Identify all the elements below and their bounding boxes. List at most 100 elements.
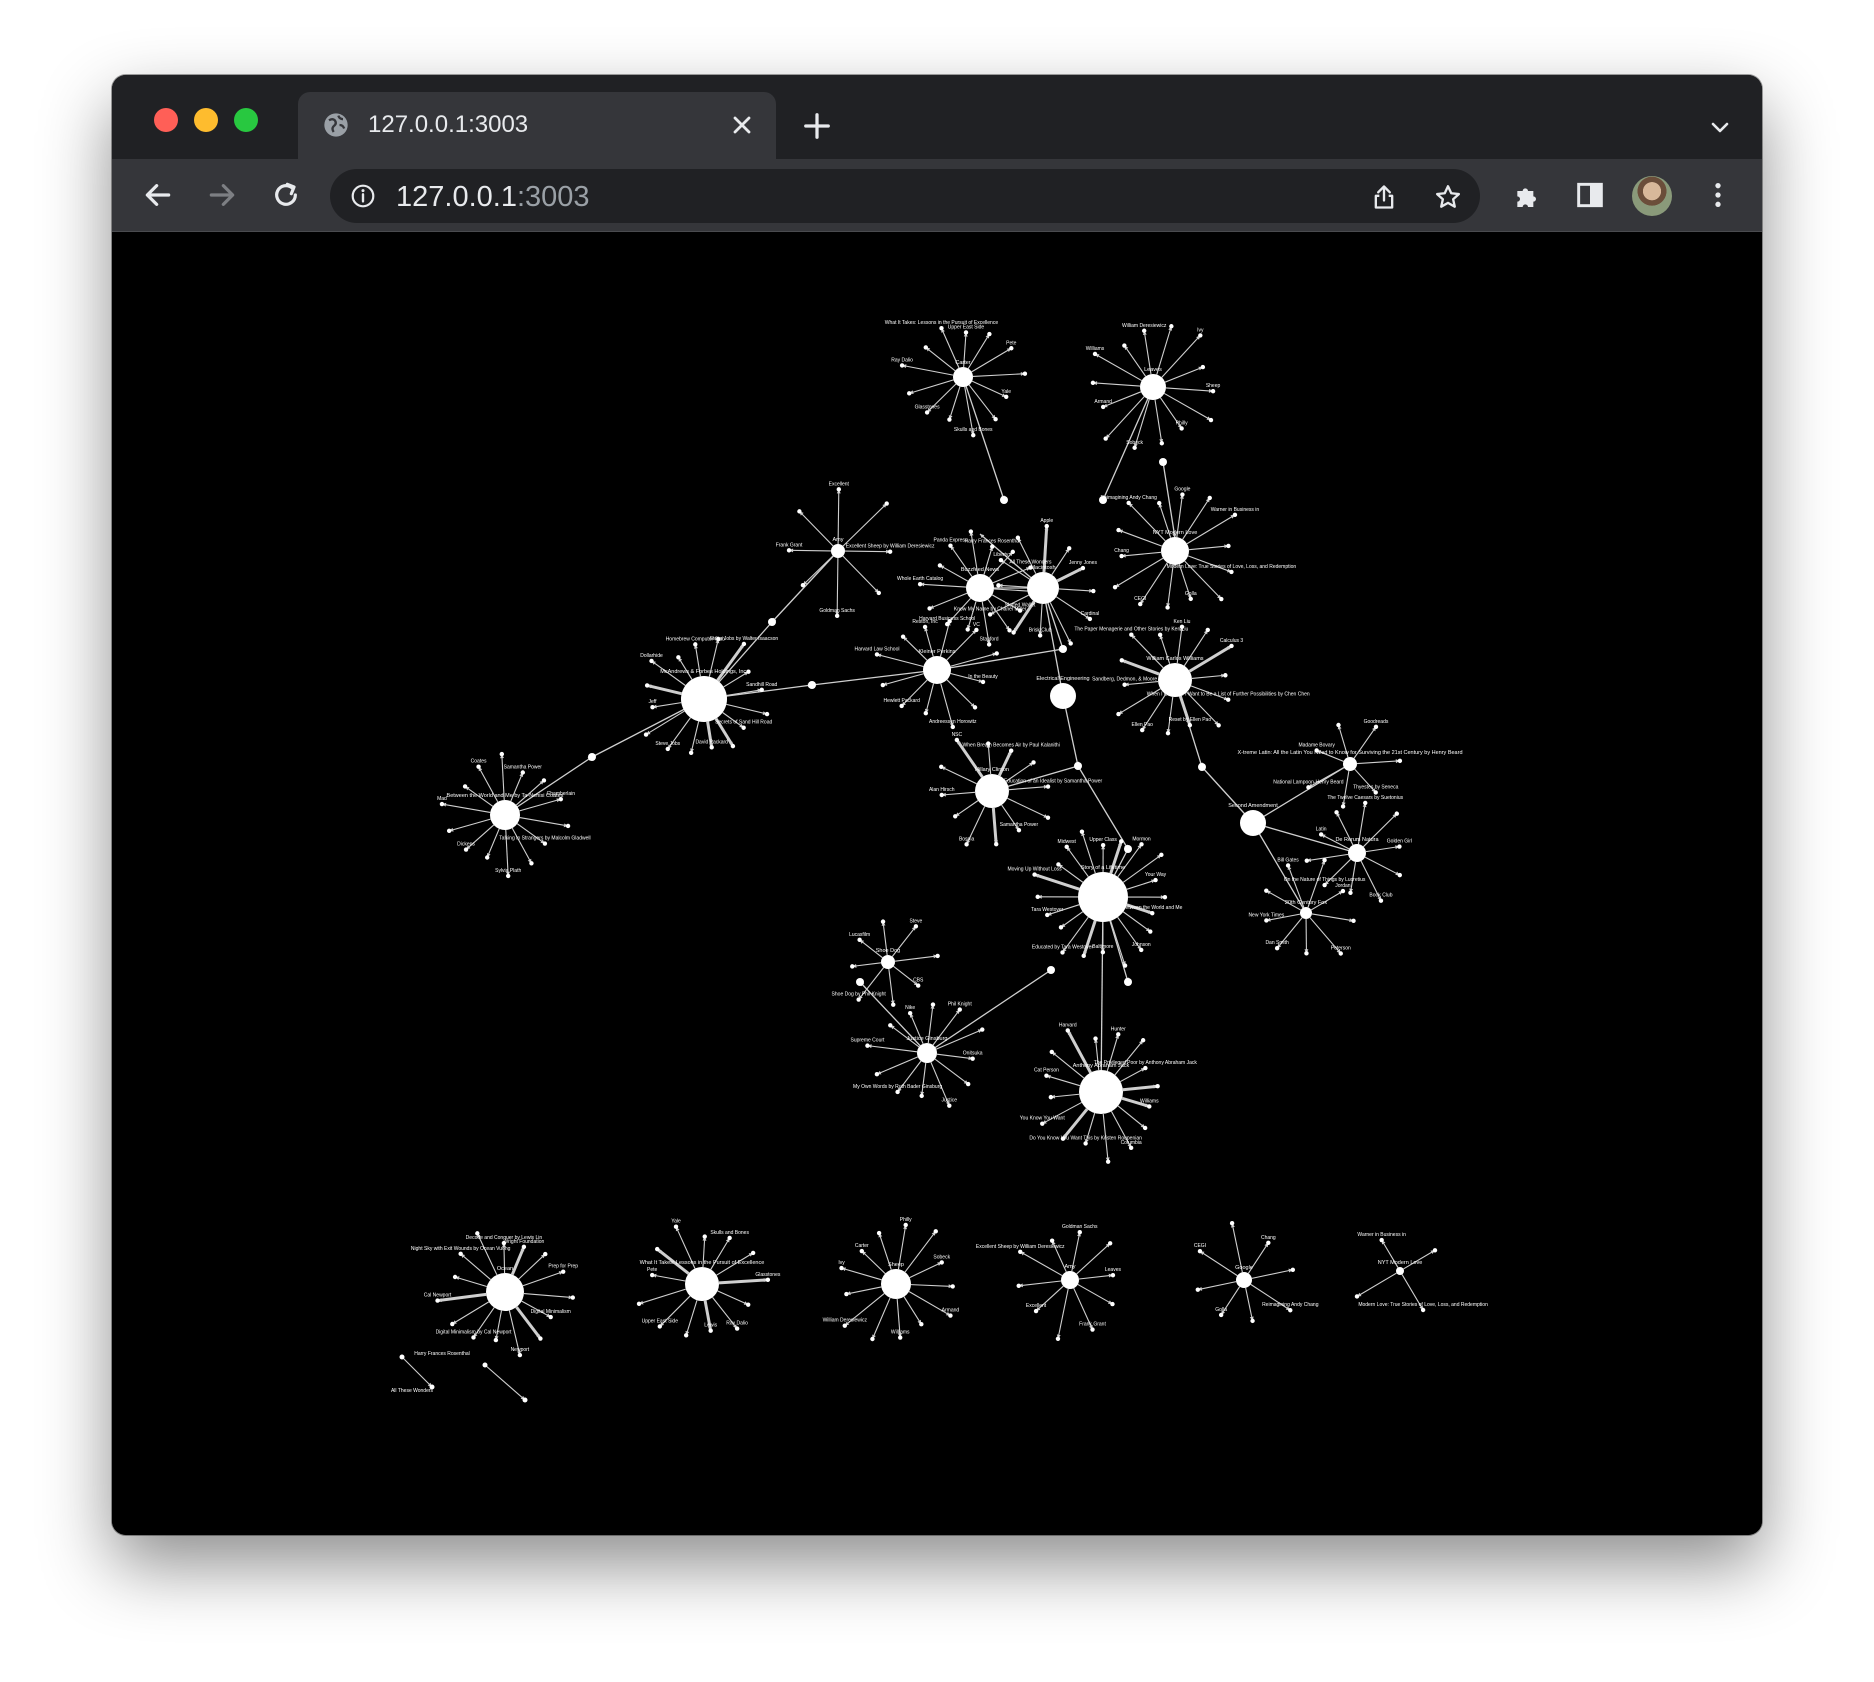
graph-node[interactable] bbox=[947, 618, 952, 624]
graph-node[interactable] bbox=[874, 652, 880, 657]
graph-node[interactable] bbox=[987, 612, 993, 617]
graph-node[interactable] bbox=[1290, 1267, 1296, 1272]
graph-node[interactable] bbox=[1049, 1238, 1055, 1243]
graph-node[interactable] bbox=[1336, 722, 1341, 728]
graph-node[interactable] bbox=[1122, 682, 1127, 687]
graph-node[interactable] bbox=[1158, 663, 1192, 697]
graph-node[interactable] bbox=[471, 1335, 476, 1340]
graph-node[interactable] bbox=[1047, 966, 1055, 974]
graph-node[interactable] bbox=[1147, 1104, 1152, 1109]
graph-node[interactable] bbox=[745, 1302, 751, 1307]
graph-node[interactable] bbox=[1009, 346, 1014, 351]
graph-node[interactable] bbox=[907, 391, 912, 396]
graph-node[interactable] bbox=[1162, 894, 1168, 900]
graph-node[interactable] bbox=[1045, 784, 1051, 789]
graph-node[interactable] bbox=[876, 590, 882, 596]
graph-node[interactable] bbox=[1300, 907, 1312, 919]
graph-node[interactable] bbox=[1229, 1221, 1235, 1226]
graph-node[interactable] bbox=[1060, 950, 1065, 955]
graph-node[interactable] bbox=[538, 1336, 543, 1341]
graph-node[interactable] bbox=[570, 1295, 575, 1300]
graph-node[interactable] bbox=[899, 363, 905, 368]
graph-node[interactable] bbox=[1306, 785, 1311, 790]
graph-node[interactable] bbox=[1079, 829, 1085, 834]
graph-node[interactable] bbox=[996, 583, 1001, 588]
graph-node[interactable] bbox=[750, 1250, 756, 1256]
graph-node[interactable] bbox=[688, 750, 694, 755]
graph-node[interactable] bbox=[881, 955, 895, 969]
graph-node[interactable] bbox=[1143, 1065, 1148, 1071]
graph-node[interactable] bbox=[1250, 1318, 1255, 1324]
graph-node[interactable] bbox=[965, 1081, 971, 1087]
graph-node[interactable] bbox=[1229, 569, 1234, 575]
side-panel-icon[interactable] bbox=[1574, 179, 1606, 211]
graph-node[interactable] bbox=[657, 1324, 663, 1329]
graph-node[interactable] bbox=[1226, 543, 1231, 549]
graph-node[interactable] bbox=[923, 711, 929, 716]
graph-node[interactable] bbox=[1179, 426, 1184, 431]
graph-node[interactable] bbox=[937, 563, 943, 568]
graph-node[interactable] bbox=[517, 1352, 523, 1358]
graph-node[interactable] bbox=[1343, 757, 1357, 771]
graph-node[interactable] bbox=[1138, 601, 1143, 607]
graph-node[interactable] bbox=[463, 847, 469, 852]
graph-node[interactable] bbox=[1100, 404, 1106, 410]
graph-node[interactable] bbox=[986, 741, 991, 746]
graph-node[interactable] bbox=[966, 574, 994, 602]
graph-node[interactable] bbox=[493, 1337, 499, 1343]
graph-node[interactable] bbox=[1165, 731, 1171, 736]
graph-node[interactable] bbox=[702, 1234, 707, 1239]
graph-node[interactable] bbox=[944, 621, 950, 627]
graph-node[interactable] bbox=[1129, 632, 1134, 637]
graph-node[interactable] bbox=[1022, 371, 1028, 376]
graph-node[interactable] bbox=[876, 1230, 882, 1236]
graph-node[interactable] bbox=[1132, 445, 1137, 450]
graph-node[interactable] bbox=[891, 1002, 896, 1007]
graph-node[interactable] bbox=[693, 642, 698, 647]
graph-node[interactable] bbox=[1119, 658, 1124, 663]
graph-node[interactable] bbox=[1124, 845, 1132, 853]
graph-node[interactable] bbox=[1304, 858, 1310, 863]
graph-node[interactable] bbox=[439, 801, 445, 807]
more-vert-icon[interactable] bbox=[1702, 179, 1734, 211]
graph-node[interactable] bbox=[1126, 500, 1131, 506]
graph-node[interactable] bbox=[884, 501, 889, 506]
graph-node[interactable] bbox=[741, 725, 746, 730]
graph-node[interactable] bbox=[655, 1246, 660, 1252]
graph-node[interactable] bbox=[1314, 748, 1319, 753]
graph-node[interactable] bbox=[1119, 553, 1124, 559]
graph-node[interactable] bbox=[1334, 810, 1339, 815]
graph-node[interactable] bbox=[1090, 380, 1096, 386]
graph-node[interactable] bbox=[1157, 632, 1163, 638]
graph-node[interactable] bbox=[1210, 388, 1216, 394]
graph-node[interactable] bbox=[1142, 1125, 1148, 1131]
graph-node[interactable] bbox=[1110, 1272, 1116, 1278]
graph-node[interactable] bbox=[1016, 827, 1022, 833]
graph-node[interactable] bbox=[1015, 535, 1021, 540]
graph-node[interactable] bbox=[1031, 760, 1036, 765]
graph-node[interactable] bbox=[922, 624, 928, 630]
graph-node[interactable] bbox=[907, 1011, 913, 1016]
graph-node[interactable] bbox=[1150, 910, 1155, 916]
graph-node[interactable] bbox=[964, 842, 969, 847]
graph-node[interactable] bbox=[1378, 898, 1384, 903]
graph-node[interactable] bbox=[939, 326, 944, 331]
graph-node[interactable] bbox=[950, 1284, 955, 1289]
graph-node[interactable] bbox=[856, 978, 864, 986]
graph-node[interactable] bbox=[1055, 1336, 1061, 1341]
graph-node[interactable] bbox=[1396, 1267, 1404, 1275]
graph-node[interactable] bbox=[734, 1326, 740, 1331]
graph-node[interactable] bbox=[994, 651, 999, 656]
graph-node[interactable] bbox=[681, 676, 727, 722]
graph-node[interactable] bbox=[665, 746, 671, 752]
graph-node[interactable] bbox=[541, 778, 547, 783]
graph-node[interactable] bbox=[1218, 1312, 1224, 1318]
graph-node[interactable] bbox=[1198, 333, 1203, 338]
zoom-window-button[interactable] bbox=[234, 108, 258, 132]
extensions-icon[interactable] bbox=[1512, 179, 1544, 211]
graph-node[interactable] bbox=[1103, 436, 1108, 441]
graph-node[interactable] bbox=[1119, 839, 1124, 844]
chevron-down-icon[interactable] bbox=[1708, 115, 1732, 139]
graph-node[interactable] bbox=[1195, 1287, 1201, 1292]
graph-node[interactable] bbox=[1000, 496, 1008, 504]
